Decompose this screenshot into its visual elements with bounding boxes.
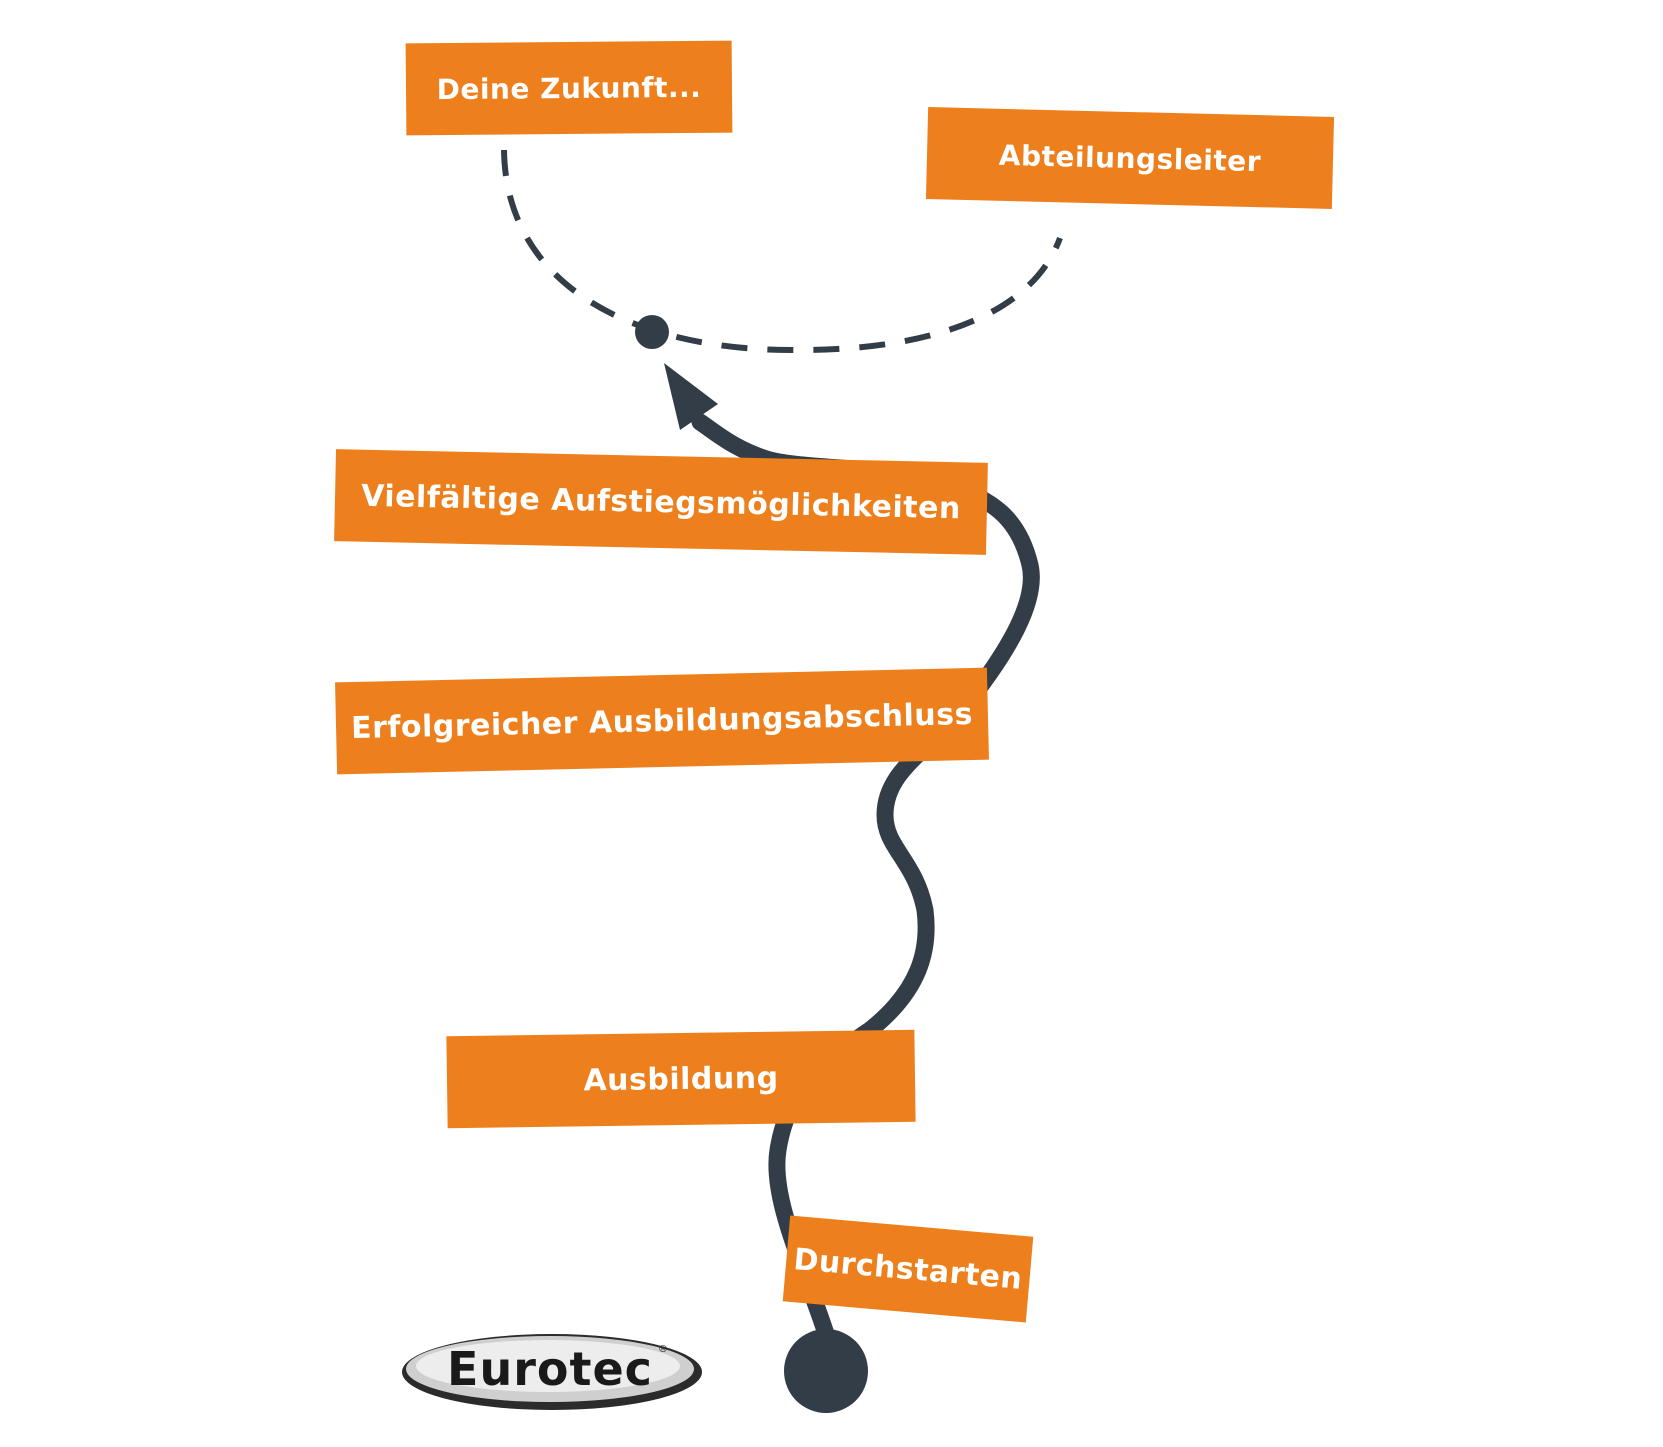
registered-mark: ® (658, 1344, 668, 1355)
step-ausbildungsabschluss-label: Erfolgreicher Ausbildungsabschluss (350, 696, 974, 746)
eurotec-logo-ellipse (402, 1334, 702, 1410)
start-dot (784, 1329, 868, 1413)
step-aufstiegsmoeglichkeiten-label: Vielfältige Aufstiegsmöglichkeiten (360, 478, 962, 526)
career-road-line (691, 413, 1040, 1349)
step-ausbildung: Ausbildung (446, 1029, 916, 1129)
current-position-dot (635, 315, 669, 349)
step-abteilungsleiter-label: Abteilungsleiter (998, 138, 1262, 178)
arrowhead (664, 363, 718, 430)
step-deine-zukunft-label: Deine Zukunft... (436, 70, 702, 106)
step-ausbildung-label: Ausbildung (583, 1060, 779, 1098)
eurotec-logo-text: Eurotec (447, 1342, 653, 1396)
step-deine-zukunft: Deine Zukunft... (405, 40, 733, 136)
future-dashed-arc (501, 149, 1063, 354)
step-abteilungsleiter: Abteilungsleiter (925, 107, 1335, 209)
step-durchstarten-label: Durchstarten (792, 1241, 1024, 1297)
step-aufstiegsmoeglichkeiten: Vielfältige Aufstiegsmöglichkeiten (334, 449, 988, 555)
eurotec-logo: Eurotec ® (400, 1330, 700, 1408)
step-ausbildungsabschluss: Erfolgreicher Ausbildungsabschluss (335, 667, 989, 775)
